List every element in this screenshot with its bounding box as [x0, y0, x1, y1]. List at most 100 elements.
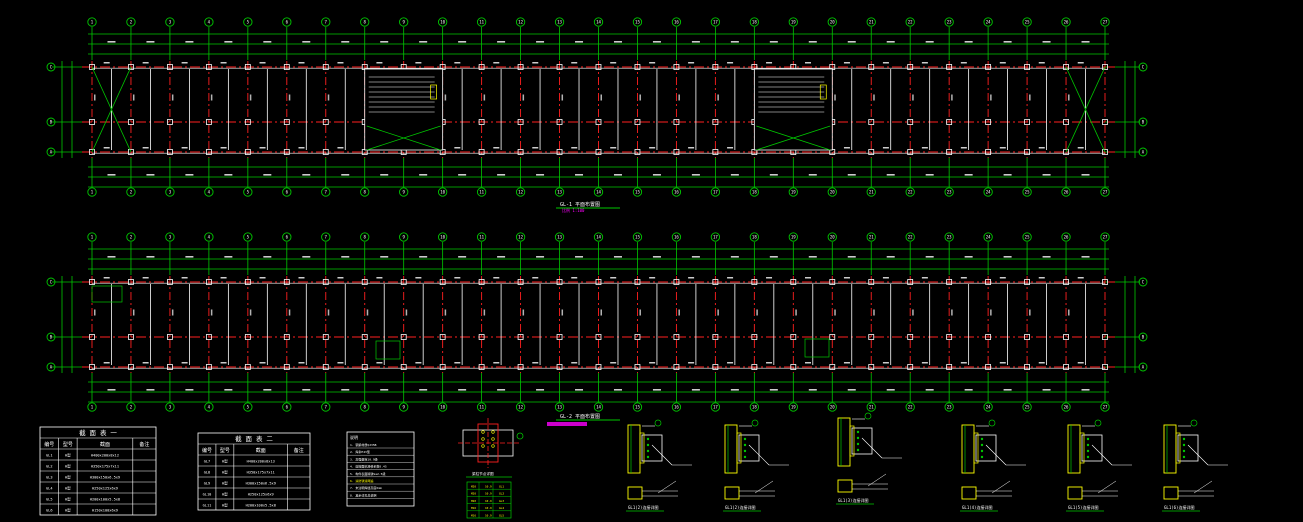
beam-label-vertical — [327, 94, 330, 101]
steel-column — [712, 119, 719, 125]
dimension-text-bottom — [536, 389, 545, 391]
steel-column — [868, 279, 875, 285]
dimension-text-top — [730, 41, 739, 43]
steel-column — [790, 364, 797, 370]
axis-bubble-bottom — [1061, 187, 1071, 197]
axis-bubble-bottom — [593, 187, 604, 197]
axis-bubble-bottom — [87, 402, 97, 412]
detail-bolt — [980, 437, 984, 441]
axis-label-top: 16 — [674, 235, 679, 240]
steel-column — [946, 64, 953, 70]
detail-small-table-cell: M20 — [471, 499, 476, 503]
row-bubble-left — [46, 62, 56, 72]
beam-label-vertical — [873, 94, 875, 101]
axis-bubble-bottom — [321, 402, 331, 412]
axis-label-bottom: 6 — [286, 190, 289, 195]
axis-bubble-top — [1100, 17, 1110, 27]
table2-frame — [197, 432, 311, 511]
axis-label-top: 11 — [479, 235, 484, 240]
plan2-magenta-note — [547, 422, 587, 426]
axis-label-top: 20 — [830, 235, 835, 240]
detail-end-plate — [736, 432, 742, 464]
axis-label-top: 3 — [169, 235, 172, 240]
steel-column — [400, 279, 407, 285]
detail-small-bolt — [481, 444, 485, 448]
steel-column — [829, 334, 836, 340]
steel-column — [517, 334, 524, 340]
detail-small-table-cell: GL5 — [499, 513, 504, 517]
axis-label-bottom: 23 — [947, 405, 952, 410]
detail-ref-bubble — [654, 419, 662, 427]
beam-label — [415, 362, 422, 364]
steel-column — [283, 364, 290, 370]
steel-column — [167, 334, 173, 340]
plan2-detail-box — [804, 338, 830, 358]
dimension-text-top — [730, 256, 739, 258]
axis-label-top: 25 — [1025, 20, 1030, 25]
beam-label-vertical — [132, 309, 135, 316]
dimension-text-top — [691, 256, 700, 258]
steel-column — [517, 119, 524, 125]
axis-label-bottom: 18 — [752, 405, 757, 410]
steel-column — [1102, 64, 1108, 70]
axis-bubble-bottom — [788, 187, 798, 197]
axis-bubble-top — [788, 232, 798, 242]
axis-bubble-top — [1022, 17, 1032, 27]
beam-label — [766, 362, 773, 364]
detail-small-bolt — [481, 430, 485, 434]
axis-label-bottom: 3 — [169, 405, 172, 410]
axis-label-bottom: 2 — [130, 405, 133, 410]
steel-column — [751, 279, 758, 285]
dimension-text-top — [925, 256, 934, 258]
bracing — [91, 66, 132, 153]
axis-label-bottom: 18 — [752, 190, 757, 195]
axis-bubble-top — [632, 17, 643, 27]
row-bubble-right — [1138, 362, 1148, 372]
beam-label — [298, 62, 305, 64]
axis-bubble-top — [866, 232, 876, 242]
dimension-text-bottom — [224, 389, 233, 391]
beam-label — [259, 62, 266, 64]
beam-label — [610, 277, 617, 279]
table2-cell: H型 — [222, 492, 228, 497]
axis-bubble-top — [866, 17, 876, 27]
axis-label-bottom: 26 — [1064, 190, 1069, 195]
axis-bubble-top — [632, 232, 643, 242]
axis-label-bottom: 7 — [325, 190, 328, 195]
beam-label — [220, 147, 227, 149]
notes-text: 1. 钢梁材质Q235B — [350, 442, 377, 447]
dimension-text-top — [458, 41, 467, 43]
detail-plan-column — [1067, 486, 1083, 500]
dimension-text-bottom — [497, 389, 506, 391]
beam-label-vertical — [717, 94, 719, 101]
steel-column — [205, 119, 212, 125]
table2-cell: H型 — [222, 503, 228, 508]
beam-label — [960, 147, 967, 149]
steel-column — [595, 149, 602, 155]
beam-label — [298, 277, 305, 279]
axis-bubble-top — [321, 17, 331, 27]
detail-bolt — [646, 449, 650, 453]
axis-label-top: 10 — [440, 20, 445, 25]
steel-column — [361, 364, 368, 370]
table1-cell: H250x125x6x9 — [92, 487, 118, 491]
dimension-text-bottom — [497, 174, 506, 176]
detail-ref-bubble — [1094, 419, 1102, 427]
axis-label-bottom: 4 — [208, 405, 211, 410]
dimension-text-top — [886, 41, 895, 43]
axis-bubble-top — [944, 232, 954, 242]
detail-bolt — [1182, 455, 1186, 459]
steel-column — [128, 119, 134, 125]
detail-beam — [1177, 434, 1199, 462]
stair-landing — [819, 84, 827, 100]
steel-column — [595, 119, 602, 125]
axis-label-bottom: 9 — [402, 405, 405, 410]
stair-bracing — [366, 125, 441, 151]
axis-label-bottom: 14 — [596, 190, 601, 195]
beam-label — [103, 147, 110, 149]
axis-bubble-bottom — [983, 402, 993, 412]
row-label-right: C — [1142, 280, 1145, 285]
steel-column — [712, 364, 719, 370]
dimension-text-top — [185, 256, 194, 258]
